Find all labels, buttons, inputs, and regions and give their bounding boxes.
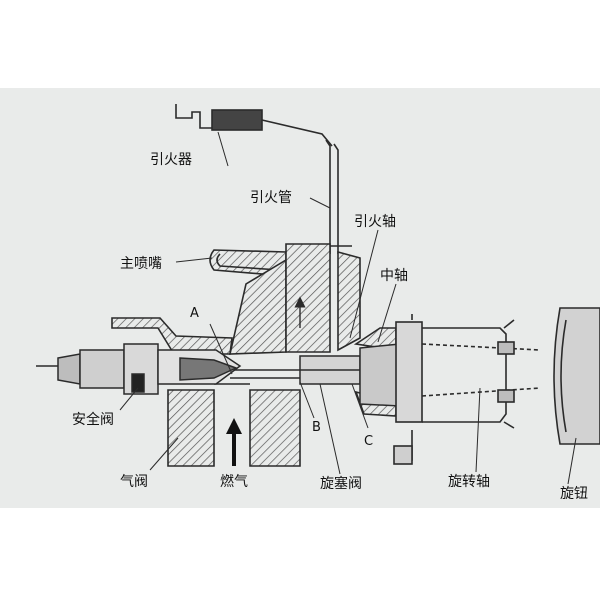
plug-valve: [299, 343, 401, 407]
gas-cock-diagram: 引火器 引火管 主喷嘴 引火轴 中轴 A B C 安全阀 气阀 燃气 旋塞阀 旋…: [0, 88, 600, 508]
label-pilot-tube: 引火管: [250, 190, 292, 206]
main-nozzle: [209, 249, 287, 277]
leader-lines: [119, 131, 577, 485]
label-rotary-shaft: 旋转轴: [448, 474, 490, 490]
label-plug-valve: 旋塞阀: [320, 476, 362, 492]
label-pilot-shaft: 引火轴: [354, 214, 396, 230]
label-igniter: 引火器: [150, 152, 192, 168]
knob: [553, 307, 600, 445]
label-point-a: A: [190, 306, 199, 321]
label-point-b: B: [312, 420, 321, 435]
valve-body: [111, 243, 397, 467]
pilot-tube: [318, 139, 352, 254]
label-point-c: C: [364, 434, 374, 449]
label-main-nozzle: 主喷嘴: [120, 256, 162, 272]
label-center-shaft: 中轴: [380, 268, 408, 284]
label-gas-valve: 气阀: [120, 474, 148, 490]
gas-inflow-arrow: [226, 418, 242, 466]
igniter: [175, 104, 333, 147]
safety-valve: [36, 343, 242, 395]
diagram-drawing: [36, 104, 600, 485]
label-safety-valve: 安全阀: [72, 412, 114, 428]
label-knob: 旋钮: [560, 486, 588, 502]
label-gas: 燃气: [220, 474, 248, 490]
rotary-shaft: [393, 314, 541, 465]
